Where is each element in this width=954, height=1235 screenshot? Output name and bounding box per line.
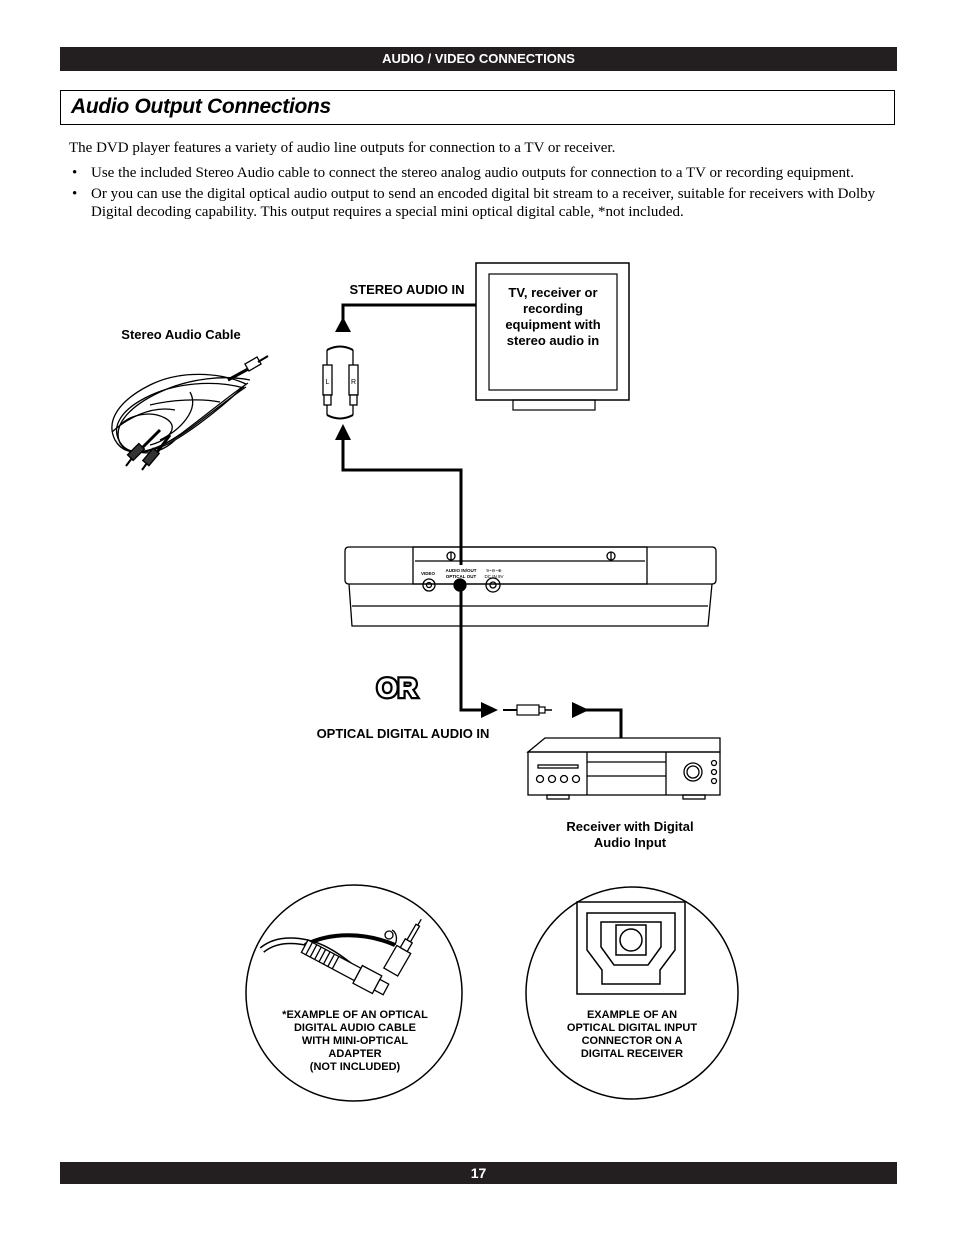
bullet-symbol: • bbox=[72, 186, 78, 202]
arrow-right-icon bbox=[481, 702, 498, 718]
arrow-right-icon bbox=[572, 702, 589, 718]
arrow-up-icon bbox=[335, 317, 351, 332]
dvd-audio-jack-label-2: OPTICAL OUT bbox=[446, 574, 477, 579]
page-number: 17 bbox=[470, 1165, 487, 1181]
dvd-video-jack-label: VIDEO bbox=[421, 571, 436, 576]
stereo-audio-cable-icon bbox=[111, 355, 269, 471]
optical-plug-icon bbox=[503, 704, 552, 716]
footer-bar: 17 bbox=[60, 1162, 897, 1184]
cable-example-line-4: ADAPTER bbox=[328, 1048, 382, 1060]
or-separator-text: OR bbox=[377, 673, 418, 703]
dvd-dc-jack-label-2: DC IN 9V bbox=[484, 574, 503, 579]
list-item: • Use the included Stereo Audio cable to… bbox=[70, 164, 880, 182]
bullet-text: Use the included Stereo Audio cable to c… bbox=[91, 165, 854, 181]
receiver-label-line-1: Receiver with Digital bbox=[566, 819, 694, 834]
cable-example-line-1: *EXAMPLE OF AN OPTICAL bbox=[282, 1009, 428, 1021]
stereo-audio-in-label: STEREO AUDIO IN bbox=[349, 282, 465, 297]
connector-example-caption: EXAMPLE OF AN OPTICAL DIGITAL INPUT CONN… bbox=[550, 1009, 714, 1061]
dvd-player-icon bbox=[344, 546, 717, 627]
section-header-bar: AUDIO / VIDEO CONNECTIONS bbox=[60, 47, 897, 71]
connector-example-line-3: CONNECTOR ON A bbox=[581, 1035, 683, 1047]
optical-cable-example-icon bbox=[245, 884, 463, 1102]
dvd-dc-jack-label-1: 9~⊖~⊕ bbox=[486, 568, 502, 573]
list-item: • Or you can use the digital optical aud… bbox=[70, 185, 880, 221]
bullet-list: • Use the included Stereo Audio cable to… bbox=[70, 164, 880, 224]
cable-example-line-3: WITH MINI-OPTICAL bbox=[301, 1035, 409, 1047]
stereo-audio-cable-label: Stereo Audio Cable bbox=[121, 327, 241, 342]
cable-example-caption: *EXAMPLE OF AN OPTICAL DIGITAL AUDIO CAB… bbox=[264, 1009, 446, 1074]
intro-paragraph: The DVD player features a variety of aud… bbox=[69, 140, 616, 156]
receiver-label-line-2: Audio Input bbox=[593, 835, 667, 850]
cable-example-line-2: DIGITAL AUDIO CABLE bbox=[293, 1022, 416, 1034]
arrow-up-icon bbox=[335, 424, 351, 440]
rca-plugs-icon bbox=[322, 345, 359, 420]
receiver-icon bbox=[526, 737, 721, 800]
connector-example-line-1: EXAMPLE OF AN bbox=[586, 1009, 678, 1021]
optical-connector-example-icon bbox=[525, 886, 739, 1100]
receiver-label: Receiver with Digital Audio Input bbox=[540, 819, 720, 851]
page-title: Audio Output Connections bbox=[71, 95, 331, 118]
cable-example-line-5: (NOT INCLUDED) bbox=[309, 1061, 401, 1073]
title-box: Audio Output Connections bbox=[60, 90, 895, 125]
stereo-connection-wire bbox=[341, 303, 476, 565]
tv-icon bbox=[475, 262, 630, 411]
section-title: AUDIO / VIDEO CONNECTIONS bbox=[382, 51, 575, 66]
plug-left-label: L bbox=[326, 379, 330, 386]
bullet-text: Or you can use the digital optical audio… bbox=[91, 186, 876, 220]
connector-example-line-4: DIGITAL RECEIVER bbox=[580, 1048, 684, 1060]
plug-right-label: R bbox=[351, 379, 356, 386]
connector-example-line-2: OPTICAL DIGITAL INPUT bbox=[566, 1022, 698, 1034]
optical-digital-audio-in-label: OPTICAL DIGITAL AUDIO IN bbox=[316, 726, 490, 741]
tv-description-label: TV, receiver or recording equipment with… bbox=[505, 285, 601, 348]
dvd-audio-jack-label-1: AUDIO IN/OUT bbox=[446, 568, 477, 573]
bullet-symbol: • bbox=[72, 165, 78, 181]
